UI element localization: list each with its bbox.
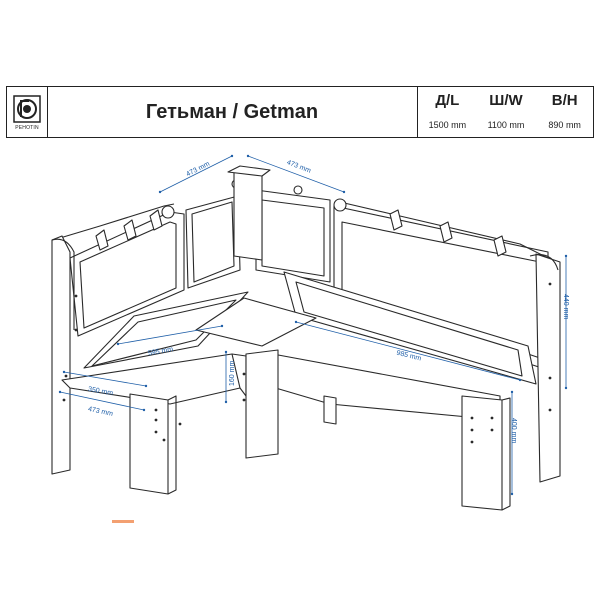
dim-height-header: В/Н <box>551 91 578 109</box>
dim-base-front-width: 473 mm <box>87 406 113 418</box>
left-back-panel-2 <box>185 195 241 289</box>
dim-width-column: Ш/W 1100 mm <box>477 87 536 137</box>
logo-cell: PEHOTIN <box>7 87 48 137</box>
dim-seat-height: 160 mm <box>229 361 236 386</box>
dim-seat-front-width: 350 mm <box>87 386 113 397</box>
dim-width-value: 1100 mm <box>487 120 525 130</box>
dim-seat-right-length: 985 mm <box>396 350 422 363</box>
top-rail-left <box>59 203 175 239</box>
dim-leg-height: 400 mm <box>510 418 517 443</box>
left-side-panel <box>51 235 71 475</box>
top-rail-right <box>339 201 557 263</box>
dim-seat-left-depth: 595 mm <box>148 346 174 357</box>
logo-text: PEHOTIN <box>15 125 39 131</box>
rail-knob <box>161 205 175 219</box>
rail-knob <box>333 198 347 212</box>
dim-back-right-top: 473 mm <box>286 159 312 175</box>
right-side-panel <box>535 253 561 483</box>
left-seat-lid <box>83 291 249 369</box>
dim-width-header: Ш/W <box>489 91 523 109</box>
right-front-leg <box>461 395 503 511</box>
overall-dimensions-table: Д/L 1500 mm Ш/W 1100 mm В/Н 890 mm <box>417 87 594 137</box>
pehotin-logo-icon <box>13 95 41 123</box>
title-block: PEHOTIN Гетьман / Getman Д/L 1500 mm Ш/W… <box>6 86 594 138</box>
dim-back-left-top: 473 mm <box>185 160 211 178</box>
dim-height-value: 890 mm <box>548 120 581 130</box>
front-left-leg <box>129 393 169 495</box>
dim-length-value: 1500 mm <box>428 120 467 130</box>
left-box <box>61 353 241 405</box>
dim-length-column: Д/L 1500 mm <box>418 87 477 137</box>
accent-mark <box>112 520 134 523</box>
dim-length-header: Д/L <box>435 91 460 109</box>
right-seat-lid <box>283 271 537 385</box>
dim-height-column: В/Н 890 mm <box>535 87 594 137</box>
corner-table <box>195 297 317 347</box>
product-title: Гетьман / Getman <box>145 100 319 123</box>
corner-leg <box>245 349 279 459</box>
dim-back-height: 440 mm <box>562 294 569 319</box>
rail-knob <box>293 185 303 195</box>
corner-post <box>233 169 263 261</box>
